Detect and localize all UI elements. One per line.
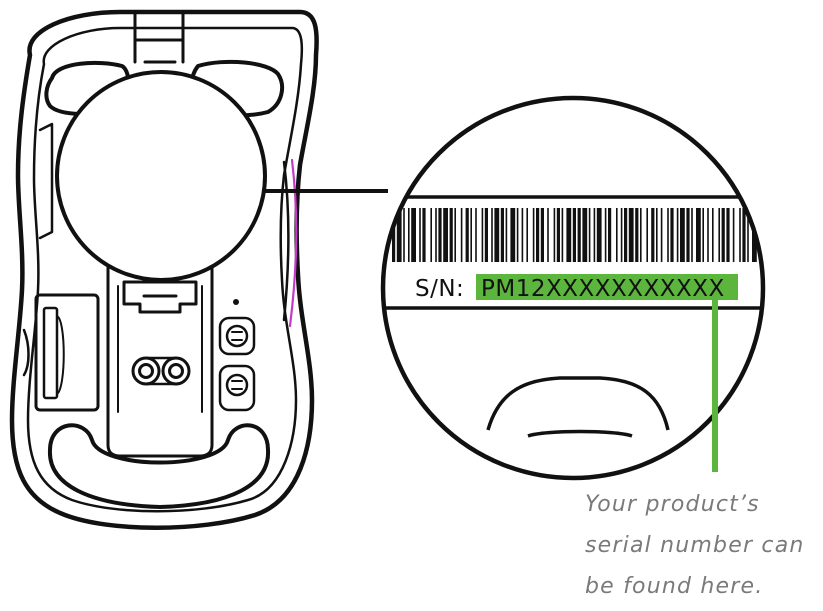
mouse-inner-rim <box>26 26 304 513</box>
barcode-bar <box>656 208 658 262</box>
barcode-bar <box>443 208 448 262</box>
barcode-bar <box>536 208 540 262</box>
barcode-bar <box>696 208 701 262</box>
caption-line-3: be found here. <box>585 574 764 599</box>
button-split <box>133 12 185 64</box>
caption-line-1: Your product’s <box>585 492 760 517</box>
barcode-bar <box>726 208 730 262</box>
mouse-outer-shell <box>9 9 319 530</box>
barcode-bar <box>470 208 472 262</box>
barcode-bar <box>646 208 648 262</box>
barcode-bar <box>422 208 426 262</box>
barcode-bar <box>494 208 500 262</box>
barcode-bar <box>505 208 508 262</box>
sensor-clip <box>122 280 198 314</box>
barcode-bar <box>438 208 442 262</box>
serial-number: PM12XXXXXXXXXXX <box>481 276 725 302</box>
barcode-bar <box>577 208 581 262</box>
barcode-bar <box>449 208 453 262</box>
barcode-bar <box>739 208 741 262</box>
barcode-bar <box>411 208 416 262</box>
barcode-bar <box>419 208 421 262</box>
barcode-bar <box>702 208 704 262</box>
central-channel <box>106 238 214 458</box>
barcode-bar <box>660 208 663 262</box>
barcode-bar <box>526 208 528 262</box>
barcode-bar <box>593 208 596 262</box>
barcode-bar <box>484 208 488 262</box>
barcode-bar <box>676 208 679 262</box>
barcode-bar <box>680 208 685 262</box>
barcode-bar <box>624 208 628 262</box>
sn-prefix: S/N: <box>415 276 464 302</box>
barcode-bar <box>521 208 524 262</box>
barcode-bar <box>686 208 690 262</box>
barcode-bar <box>582 208 588 262</box>
barcode-bar <box>540 208 544 262</box>
side-panel-right <box>282 160 290 322</box>
barcode-bar <box>616 208 618 262</box>
barcode-bar <box>566 208 572 262</box>
caption-line-2: serial number can <box>585 533 805 558</box>
barcode-bar <box>500 208 504 262</box>
power-switch <box>218 364 256 412</box>
barcode-bar <box>667 208 669 262</box>
barcode-bar <box>553 208 556 262</box>
barcode-bar <box>481 208 484 262</box>
barcode-bar <box>628 208 634 262</box>
accent-stripe <box>288 158 298 328</box>
barcode-bar <box>532 208 535 262</box>
barcode-bar <box>430 208 432 262</box>
barcode-bar <box>732 208 735 262</box>
side-panel-left <box>38 122 54 240</box>
screws-center <box>131 356 191 386</box>
barcode-bar <box>561 208 564 262</box>
barcode-bar <box>596 208 602 262</box>
barcode-bar <box>475 208 477 262</box>
barcode-bar <box>408 208 410 262</box>
barcode-bar <box>454 208 456 262</box>
serial-highlight <box>476 274 738 300</box>
barcode-bar <box>516 208 519 262</box>
barcode-bar <box>651 208 655 262</box>
indicator-dot <box>233 299 239 305</box>
barcode-bar <box>460 208 463 262</box>
barcode-bar <box>396 208 402 262</box>
barcode-bar <box>588 208 591 262</box>
barcode <box>392 208 757 262</box>
dongle-slot <box>34 293 100 412</box>
barcode-bar <box>435 208 437 262</box>
barcode-bar <box>640 208 642 262</box>
zoom-inset: S/N: PM12XXXXXXXXXXX <box>380 95 766 481</box>
serial-caption: Your product’s serial number can be foun… <box>585 484 821 607</box>
barcode-bar <box>670 208 674 262</box>
barcode-bar <box>465 208 469 262</box>
barcode-bar <box>718 208 720 262</box>
barcode-bar <box>491 208 493 262</box>
barcode-bar <box>510 208 516 262</box>
barcode-bar <box>742 208 746 262</box>
barcode-bar <box>721 208 725 262</box>
barcode-bar <box>707 208 709 262</box>
barcode-bar <box>547 208 549 262</box>
barcode-bar <box>691 208 693 262</box>
barcode-bar <box>747 208 749 262</box>
barcode-bar <box>712 208 714 262</box>
barcode-bar <box>604 208 607 262</box>
dpi-button <box>218 316 256 356</box>
barcode-bar <box>620 208 623 262</box>
label-location-circle <box>55 70 267 282</box>
barcode-bar <box>403 208 405 262</box>
barcode-bar <box>392 208 396 262</box>
barcode-bar <box>635 208 639 262</box>
barcode-bar <box>608 208 612 262</box>
barcode-bar <box>572 208 576 262</box>
barcode-bar <box>556 208 560 262</box>
mouse-foot-bottom <box>47 423 271 509</box>
